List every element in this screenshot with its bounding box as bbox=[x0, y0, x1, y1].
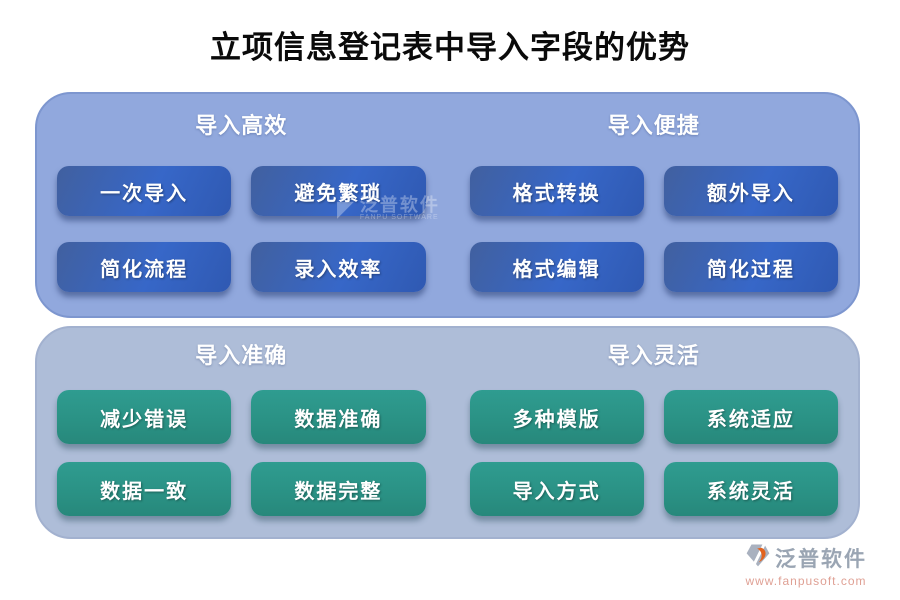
feature-button[interactable]: 额外导入 bbox=[663, 166, 838, 216]
panel-import-accuracy-flexibility: 导入准确 减少错误 数据准确 数据一致 数据完整 导入灵活 多种模版 系统适应 … bbox=[35, 326, 860, 539]
section-header: 导入准确 bbox=[195, 343, 288, 368]
feature-button[interactable]: 导入方式 bbox=[469, 462, 644, 516]
brand-url[interactable]: www.fanpusoft.com bbox=[745, 574, 867, 588]
section-import-flexible: 导入灵活 多种模版 系统适应 导入方式 系统灵活 bbox=[469, 340, 838, 516]
feature-button[interactable]: 格式转换 bbox=[469, 166, 644, 216]
section-import-efficient: 导入高效 一次导入 避免繁琐 简化流程 录入效率 bbox=[57, 110, 426, 292]
page-title: 立项信息登记表中导入字段的优势 bbox=[210, 30, 690, 65]
fanpu-logo-icon bbox=[745, 542, 771, 573]
feature-button[interactable]: 录入效率 bbox=[251, 242, 426, 292]
feature-button[interactable]: 系统灵活 bbox=[663, 462, 838, 516]
feature-button[interactable]: 简化过程 bbox=[663, 242, 838, 292]
feature-button[interactable]: 避免繁琐 bbox=[251, 166, 426, 216]
section-header: 导入高效 bbox=[195, 113, 288, 138]
feature-button[interactable]: 数据准确 bbox=[251, 390, 426, 444]
section-header: 导入便捷 bbox=[607, 113, 700, 138]
feature-button[interactable]: 多种模版 bbox=[469, 390, 644, 444]
feature-button[interactable]: 系统适应 bbox=[663, 390, 838, 444]
feature-button[interactable]: 减少错误 bbox=[57, 390, 232, 444]
panel-import-efficiency-convenience: 导入高效 一次导入 避免繁琐 简化流程 录入效率 导入便捷 格式转换 额外导入 … bbox=[35, 92, 860, 318]
feature-button[interactable]: 数据一致 bbox=[57, 462, 232, 516]
brand-name: 泛普软件 bbox=[775, 547, 867, 571]
feature-button[interactable]: 一次导入 bbox=[57, 166, 232, 216]
feature-button[interactable]: 简化流程 bbox=[57, 242, 232, 292]
section-import-accurate: 导入准确 减少错误 数据准确 数据一致 数据完整 bbox=[57, 340, 426, 516]
section-import-convenient: 导入便捷 格式转换 额外导入 格式编辑 简化过程 bbox=[469, 110, 838, 292]
section-header: 导入灵活 bbox=[607, 343, 700, 368]
feature-button[interactable]: 格式编辑 bbox=[469, 242, 644, 292]
brand-footer: 泛普软件 www.fanpusoft.com bbox=[726, 542, 886, 588]
feature-button[interactable]: 数据完整 bbox=[251, 462, 426, 516]
